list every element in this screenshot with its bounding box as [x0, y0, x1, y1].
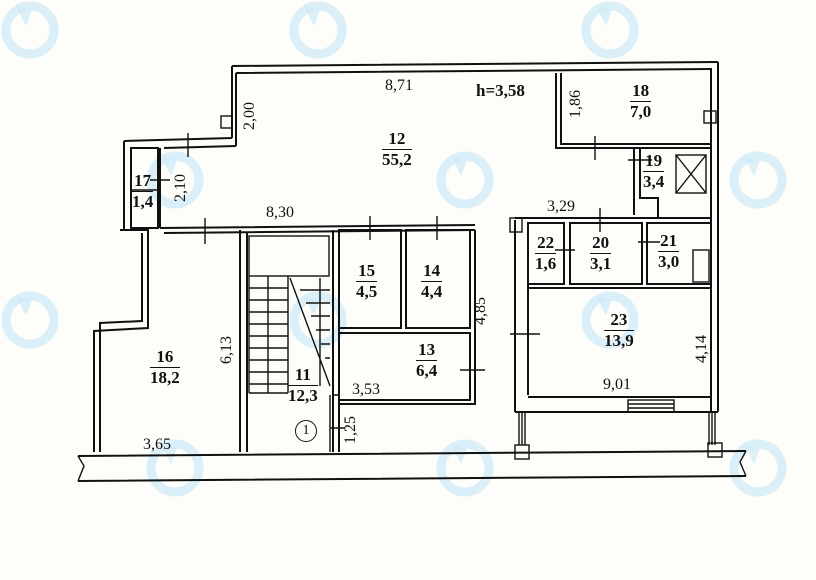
- room-13-label: 13 6,4: [416, 340, 438, 381]
- room-area: 18,2: [150, 368, 180, 388]
- room-number: 12: [382, 129, 412, 151]
- room-number: 11: [288, 365, 318, 387]
- entrance-marker: 1: [295, 420, 317, 442]
- room-20-label: 20 3,1: [590, 233, 612, 274]
- ground-strip: [77, 450, 747, 482]
- room-area: 7,0: [630, 102, 652, 122]
- room-number: 14: [421, 261, 443, 283]
- room-15-label: 15 4,5: [356, 261, 378, 302]
- room-number: 13: [416, 340, 438, 362]
- room-area: 12,3: [288, 386, 318, 406]
- room-14-label: 14 4,4: [421, 261, 443, 302]
- room-number: 22: [535, 233, 557, 255]
- dim-room16-width: 3,65: [143, 436, 171, 453]
- dim-room23-width: 9,01: [603, 376, 631, 393]
- dim-entry-depth: 1,25: [342, 416, 359, 444]
- room-area: 4,5: [356, 282, 378, 302]
- room-number: 19: [643, 151, 665, 173]
- room-area: 55,2: [382, 150, 412, 170]
- room-area: 6,4: [416, 361, 438, 381]
- room-number: 17: [132, 171, 154, 193]
- dim-stair-height: 6,13: [218, 336, 235, 364]
- room-number: 16: [150, 347, 180, 369]
- door-marks: [150, 133, 660, 429]
- dim-top-width: 8,71: [385, 77, 413, 94]
- room-number: 21: [658, 231, 680, 253]
- room-16-label: 16 18,2: [150, 347, 180, 388]
- dim-mid-width: 8,30: [266, 204, 294, 221]
- room-18-label: 18 7,0: [630, 81, 652, 122]
- interior-walls: [131, 73, 723, 460]
- room-19-label: 19 3,4: [643, 151, 665, 192]
- ceiling-height-label: h=3,58: [476, 81, 525, 100]
- watermark-icons: [1, 1, 787, 497]
- dim-left-step: 2,00: [241, 102, 258, 130]
- room-17-label: 17 1,4: [132, 171, 154, 212]
- room-area: 13,9: [604, 331, 634, 351]
- room-area: 3,0: [658, 252, 680, 272]
- room-area: 3,1: [590, 254, 612, 274]
- dim-room23-height: 4,14: [693, 335, 710, 363]
- dim-corridor-width: 3,29: [547, 198, 575, 215]
- room-area: 4,4: [421, 282, 443, 302]
- room-number: 15: [356, 261, 378, 283]
- dim-room18-height: 1,86: [567, 90, 584, 118]
- room-12-label: 12 55,2: [382, 129, 412, 170]
- room-23-label: 23 13,9: [604, 310, 634, 351]
- room-number: 23: [604, 310, 634, 332]
- dim-block-height: 4,85: [472, 297, 489, 325]
- dim-wc-height: 2,10: [172, 174, 189, 202]
- dim-room13-width: 3,53: [352, 381, 380, 398]
- room-number: 18: [630, 81, 652, 103]
- room-11-label: 11 12,3: [288, 365, 318, 406]
- room-21-label: 21 3,0: [658, 231, 680, 272]
- room-area: 1,6: [535, 254, 557, 274]
- room-number: 20: [590, 233, 612, 255]
- room-22-label: 22 1,6: [535, 233, 557, 274]
- room-area: 3,4: [643, 172, 665, 192]
- room-area: 1,4: [132, 192, 154, 212]
